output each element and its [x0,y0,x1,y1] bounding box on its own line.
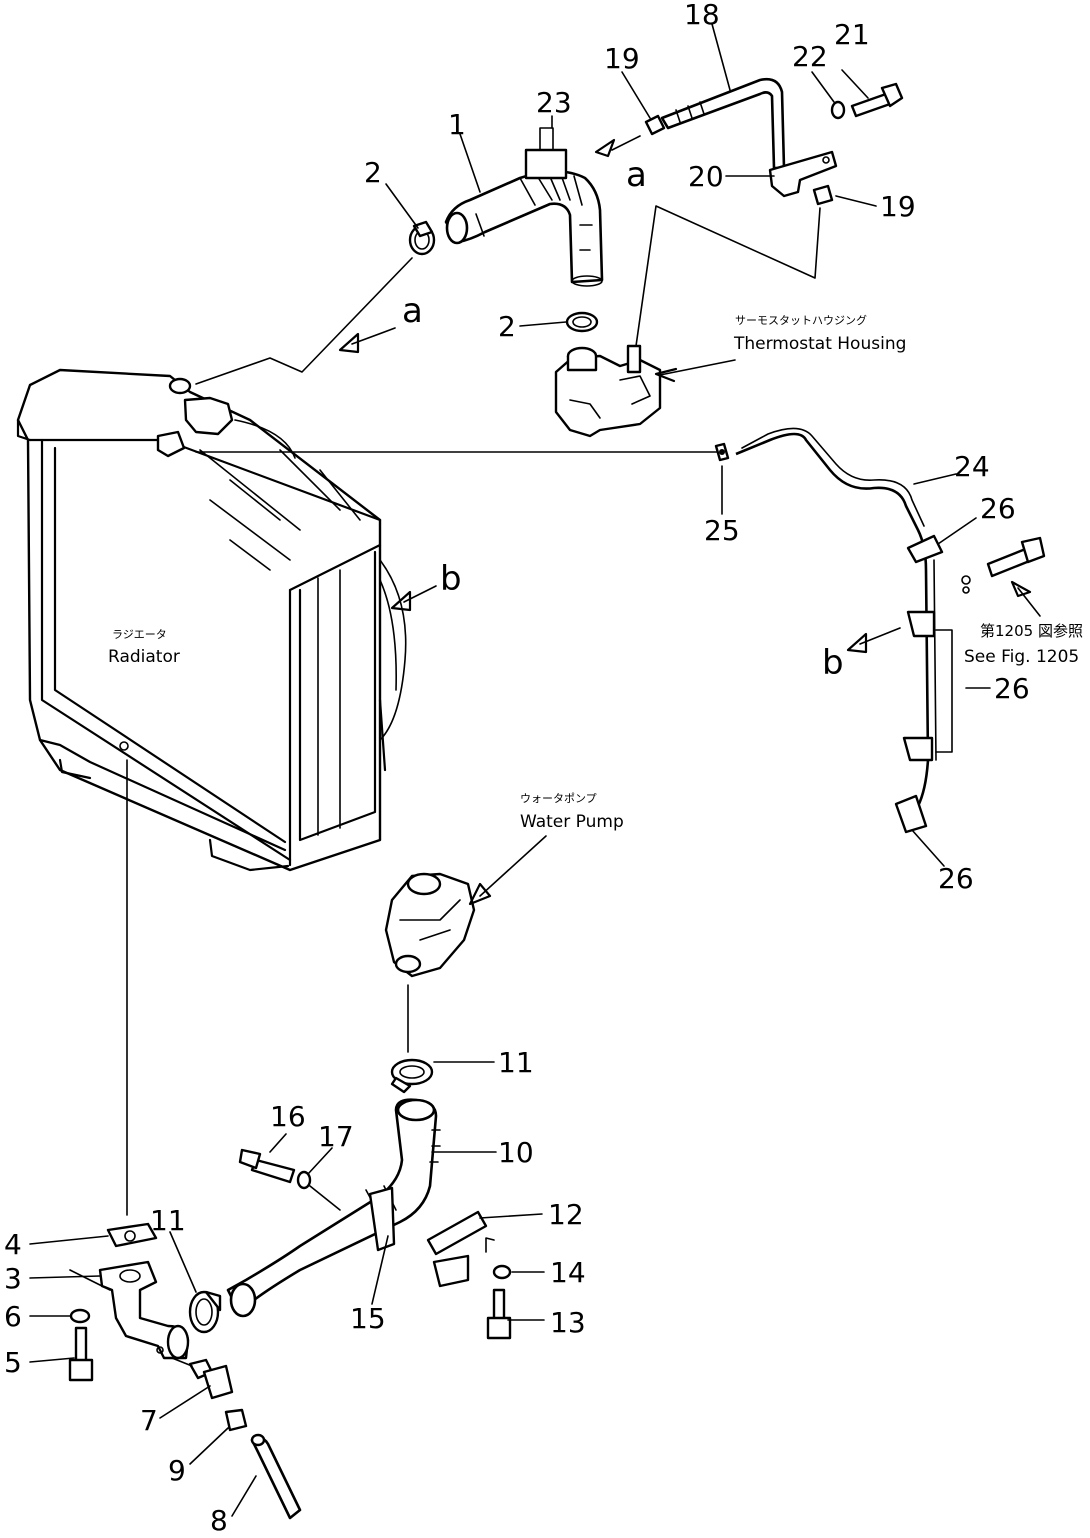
clamps-26 [894,534,944,834]
bolt16-leader [309,1185,341,1211]
callout-3: 3 [4,1262,22,1295]
bracket-leader [635,205,821,347]
hose-8 [250,1433,302,1520]
callout-25: 25 [704,514,740,547]
see-fig-label-jp: 第1205 図参照 [980,622,1083,640]
bolt-21 [850,82,904,118]
arrow-to-elbow [611,135,641,151]
callout-numbers: 1 2 2 4 3 6 5 7 9 8 10 11 11 12 13 14 15… [4,0,1030,1537]
bracket-20 [768,150,838,198]
tube-18 [660,77,786,170]
callout-14: 14 [550,1256,586,1289]
fitting-19-upper [644,114,666,136]
callout-24: 24 [954,450,990,483]
callout-7: 7 [140,1404,158,1437]
waterpump-leader [479,835,547,897]
callout-1: 1 [448,108,466,141]
waterpump-arrow [468,882,492,906]
bracket-23 [524,127,568,180]
view-b-arrow-head-left [390,590,412,612]
callout-2-upper: 2 [364,156,382,189]
callout-5: 5 [4,1346,22,1379]
clamp-2-upper [408,220,436,256]
plate-12 [426,1210,488,1288]
waterpump-label-jp: ウォータポンプ [520,792,597,805]
thermostat-label-en: Thermostat Housing [733,334,906,354]
bolt-13 [486,1288,512,1340]
callout-11-lower: 11 [150,1204,186,1237]
view-a-arrow-line [351,327,396,345]
radiator: ラジエータ Radiator [16,368,407,872]
radiator-label-jp: ラジエータ [112,628,167,641]
hose-leader-line [195,257,413,385]
bolt-reference [961,536,1046,594]
callout-23: 23 [536,86,572,119]
arrow-head-elbow [594,138,616,158]
nut-9 [224,1408,248,1432]
callout-16: 16 [270,1100,306,1133]
see-fig-label-en: See Fig. 1205 [964,647,1079,667]
view-letter-a-radiator: a [402,291,423,331]
callout-26-top: 26 [980,492,1016,525]
thermostat-arrow [654,367,678,383]
valve-7 [171,1357,234,1400]
callout-22: 22 [792,40,828,73]
callout-leaders [29,23,977,1517]
elbow3-leader [69,1269,111,1291]
washer-22 [830,100,846,120]
fitting-19-lower [812,184,834,206]
clamp-11-upper [390,1058,434,1094]
callout-19-lower: 19 [880,190,916,223]
overflow-pipe-24 [714,427,937,814]
thermostat-label-jp: サーモスタットハウジング [735,313,867,327]
upper-hose-1 [444,170,604,287]
callout-6: 6 [4,1300,22,1333]
washer-14 [492,1264,512,1280]
waterpump-label-en: Water Pump [520,812,624,832]
see-fig-arrow [1010,580,1032,598]
callout-13: 13 [550,1306,586,1339]
callout-8: 8 [210,1504,228,1537]
view-letter-b-radiator: b [440,559,462,599]
callout-10: 10 [498,1136,534,1169]
radiator-label-en: Radiator [108,647,180,667]
washer14-bracket [485,1237,495,1253]
bracket-26-range [935,629,953,753]
callout-12: 12 [548,1198,584,1231]
callout-2-lower: 2 [498,310,516,343]
callout-20: 20 [688,160,724,193]
thermostat-leader [659,359,736,376]
clamp-11-lower [188,1290,222,1334]
washer-17 [296,1170,312,1190]
gasket-4 [106,1222,158,1248]
callout-11-upper: 11 [498,1046,534,1079]
callout-21: 21 [834,18,870,51]
washer-6 [69,1308,91,1324]
callout-26-bottom: 26 [938,862,974,895]
elbow-3 [98,1260,190,1360]
view-b-arrow-head-right [846,632,868,654]
view-letter-a-upper: a [626,155,647,195]
bolt-16 [238,1148,296,1184]
callout-9: 9 [168,1454,186,1487]
water-pump [384,872,476,978]
view-letters: a a b b [402,155,844,683]
view-letter-b-pipe: b [822,643,844,683]
callout-19-upper: 19 [604,42,640,75]
hose-10 [226,1098,441,1318]
callout-26-mid: 26 [994,672,1030,705]
callout-15: 15 [350,1302,386,1335]
bracket-15 [368,1186,396,1252]
callout-17: 17 [318,1120,354,1153]
see-fig-leader [1017,587,1041,617]
thermostat-housing [554,344,662,438]
callout-4: 4 [4,1228,22,1261]
clamp-2-lower [565,311,599,333]
view-a-arrow-head [338,332,360,354]
callout-18: 18 [684,0,720,31]
bolt-5 [68,1326,94,1382]
